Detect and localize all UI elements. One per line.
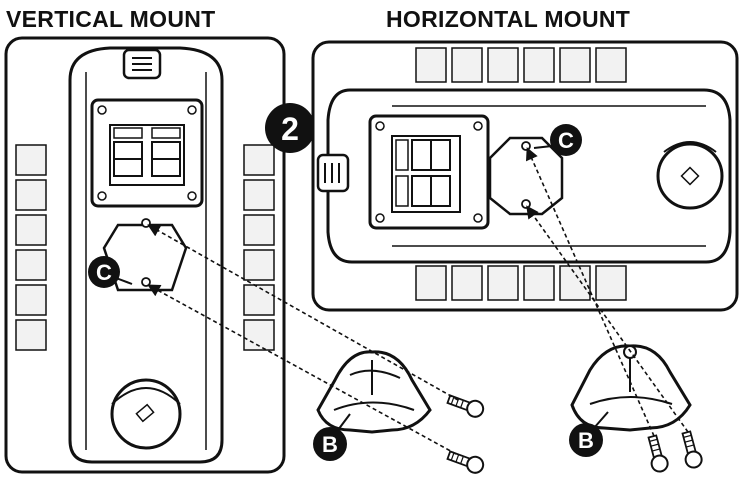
callout-letter-b: B: [322, 432, 338, 457]
vertical-mount-illustration: [4, 36, 286, 474]
horizontal-mount-title: HORIZONTAL MOUNT: [386, 6, 631, 32]
callout-letter-b: B: [578, 428, 594, 453]
screw: [446, 394, 485, 418]
horizontal-plate-hole-top: [521, 141, 531, 151]
vertical-top-latch: [122, 48, 162, 80]
horizontal-hex-plate: [488, 136, 564, 216]
guide-lines: [147, 147, 689, 455]
callout-letter-c: C: [558, 128, 574, 153]
vertical-bracket: [316, 350, 432, 434]
guide-line: [147, 224, 459, 401]
callout-vertical-bracket: B: [313, 413, 351, 461]
callout-horizontal-bracket: B: [569, 411, 609, 457]
guide-line: [526, 205, 689, 433]
vertical-bottom-dial: [110, 378, 182, 450]
callout-vertical-plate: C: [88, 256, 133, 288]
screw: [647, 434, 669, 473]
callout-horizontal-plate: C: [533, 124, 582, 156]
screw: [446, 450, 485, 474]
step-callout: 2: [265, 103, 315, 153]
horizontal-cooling-fins: [415, 47, 627, 301]
screw: [681, 430, 703, 469]
guide-line: [526, 147, 655, 437]
vertical-hex-plate: [102, 223, 188, 292]
horizontal-side-latch: [316, 153, 350, 193]
horizontal-mount-illustration: [311, 40, 739, 312]
vertical-terminal-cover: [90, 98, 204, 208]
step-number: 2: [281, 111, 299, 147]
horizontal-side-dial: [656, 141, 724, 210]
vertical-plate-hole-bottom: [141, 277, 151, 287]
horizontal-terminal-cover: [368, 114, 490, 230]
callout-letter-c: C: [96, 260, 112, 285]
vertical-cooling-fins: [15, 144, 275, 351]
horizontal-plate-hole-bottom: [521, 199, 531, 209]
horizontal-bracket: [570, 344, 692, 432]
vertical-plate-hole-top: [141, 218, 151, 228]
guide-line: [147, 284, 457, 455]
vertical-mount-title: VERTICAL MOUNT: [6, 6, 216, 32]
